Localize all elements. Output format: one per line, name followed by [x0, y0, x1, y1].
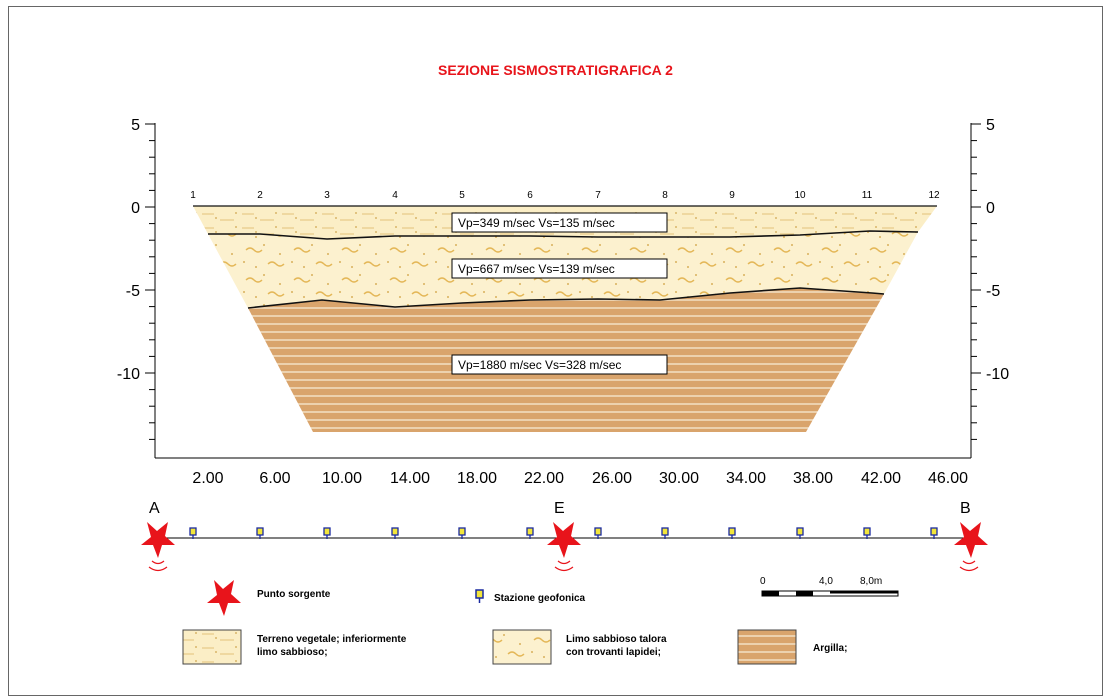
geophone-number: 8 — [662, 190, 668, 201]
geophone-markers — [189, 527, 938, 539]
depth-tick-right: -5 — [986, 283, 1000, 300]
boundary-2 — [247, 287, 885, 309]
distance-tick: 46.00 — [928, 470, 968, 487]
layer-label-3: Vp=1880 m/sec Vs=328 m/sec — [451, 354, 668, 375]
geophone-number: 2 — [257, 190, 263, 201]
point-b-label: B — [960, 500, 971, 517]
source-star-icon — [141, 522, 175, 558]
distance-tick: 2.00 — [192, 470, 223, 487]
distance-tick: 38.00 — [793, 470, 833, 487]
geophone-icon — [256, 527, 264, 539]
layer-3-velocity: Vp=1880 m/sec Vs=328 m/sec — [458, 358, 621, 372]
distance-tick: 14.00 — [390, 470, 430, 487]
geophone-number: 9 — [729, 190, 735, 201]
point-a-label: A — [149, 500, 160, 517]
geophone-icon — [526, 527, 534, 539]
depth-tick-left: -5 — [126, 283, 140, 300]
geophone-number: 4 — [392, 190, 398, 201]
geophone-number: 11 — [862, 190, 873, 201]
distance-tick-labels: 2.00 6.00 10.00 14.00 18.00 22.00 26.00 30.00 34… — [192, 470, 968, 487]
left-depth-axis: 5 0 -5 -10 — [117, 117, 156, 458]
legend-argilla-swatch — [737, 629, 797, 665]
distance-tick: 6.00 — [259, 470, 290, 487]
source-point-b: B — [954, 500, 988, 572]
layer-label-1: Vp=349 m/sec Vs=135 m/sec — [451, 212, 668, 233]
geophone-icon — [391, 527, 399, 539]
geophone-number: 10 — [794, 190, 806, 201]
distance-tick: 26.00 — [592, 470, 632, 487]
legend-geophone-icon — [475, 589, 484, 603]
legend-terreno-swatch — [182, 629, 242, 665]
source-point-e: E — [547, 500, 581, 572]
layer-2-velocity: Vp=667 m/sec Vs=139 m/sec — [458, 262, 615, 276]
legend-limo-line2: con trovanti lapidei; — [566, 647, 661, 658]
scale-zero: 0 — [760, 576, 766, 587]
legend-geophone-label: Stazione geofonica — [494, 593, 586, 604]
scale-end: 8,0m — [860, 576, 882, 587]
source-star-icon — [954, 522, 988, 558]
depth-tick-left: 0 — [131, 200, 140, 217]
legend-source-star-icon — [207, 580, 241, 616]
distance-tick: 10.00 — [322, 470, 362, 487]
scale-bar: 0 4,0 8,0m — [760, 576, 899, 597]
distance-tick: 18.00 — [457, 470, 497, 487]
geophone-icon — [458, 527, 466, 539]
geophone-icon — [189, 527, 197, 539]
depth-tick-left: 5 — [131, 117, 140, 134]
source-point-a: A — [141, 500, 175, 572]
distance-tick: 34.00 — [726, 470, 766, 487]
geophone-icon — [930, 527, 938, 539]
legend-terreno-line2: limo sabbioso; — [257, 647, 328, 658]
layer-1-velocity: Vp=349 m/sec Vs=135 m/sec — [458, 216, 615, 230]
depth-tick-right: 5 — [986, 117, 995, 134]
geophone-icon — [323, 527, 331, 539]
distance-tick: 30.00 — [659, 470, 699, 487]
geophone-number: 6 — [527, 190, 533, 201]
geophone-icon — [863, 527, 871, 539]
source-star-icon — [547, 522, 581, 558]
geophone-icon — [796, 527, 804, 539]
depth-tick-right: 0 — [986, 200, 995, 217]
point-e-label: E — [554, 500, 565, 517]
boundary-1 — [208, 230, 919, 240]
right-depth-axis: 5 0 -5 -10 — [970, 117, 1009, 458]
distance-tick: 42.00 — [861, 470, 901, 487]
geophone-number: 5 — [459, 190, 465, 201]
depth-tick-left: -10 — [117, 366, 140, 383]
geophone-icon — [661, 527, 669, 539]
figure-title: SEZIONE SISMOSTRATIGRAFICA 2 — [438, 62, 673, 78]
geophone-number: 1 — [190, 190, 196, 201]
geophone-icon — [594, 527, 602, 539]
geophone-number: 12 — [928, 190, 940, 201]
distance-tick: 22.00 — [524, 470, 564, 487]
geophone-number: 7 — [595, 190, 601, 201]
scale-mid: 4,0 — [819, 576, 833, 587]
geophone-number: 3 — [324, 190, 330, 201]
layer-label-2: Vp=667 m/sec Vs=139 m/sec — [451, 258, 668, 279]
legend-terreno-line1: Terreno vegetale; inferiormente — [257, 634, 407, 645]
legend-source-label: Punto sorgente — [257, 589, 331, 600]
depth-tick-right: -10 — [986, 366, 1009, 383]
legend-argilla-label: Argilla; — [813, 643, 847, 654]
legend-limo-line1: Limo sabbioso talora — [566, 634, 667, 645]
legend-limo-swatch — [492, 629, 552, 665]
geophone-icon — [728, 527, 736, 539]
